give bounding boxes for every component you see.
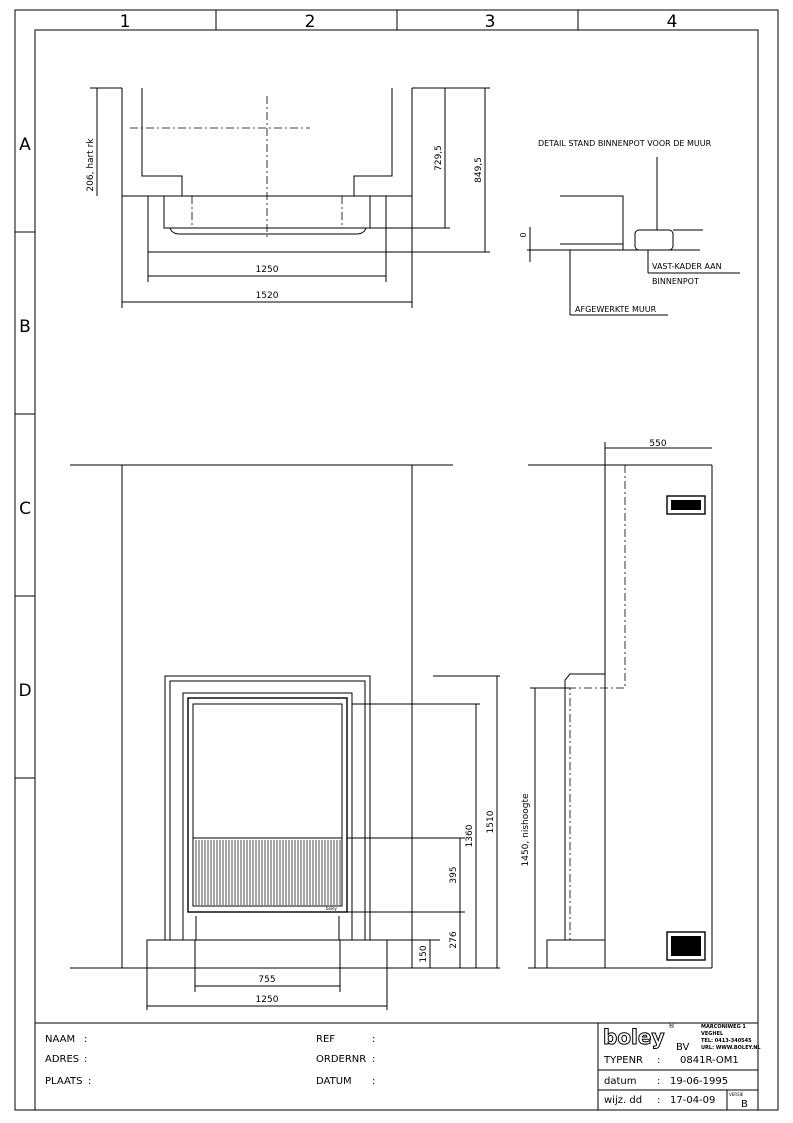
typenr-value: 0841R-OM1 <box>680 1055 739 1066</box>
label-typenr: TYPENR <box>603 1055 643 1066</box>
dim-nishoogte: 1450, nishoogte <box>521 793 531 866</box>
label-afgewerkte-muur: AFGEWERKTE MUUR <box>575 305 657 314</box>
colon: : <box>84 1034 87 1045</box>
grid-column-4: 4 <box>667 12 678 32</box>
dim-1250-top: 1250 <box>256 265 279 275</box>
label-wijz: wijz. dd <box>604 1095 642 1106</box>
dim-550: 550 <box>649 439 666 449</box>
title-block <box>35 1022 758 1110</box>
fire-grille <box>192 837 343 907</box>
colon: : <box>84 1054 87 1065</box>
bottom-vent-grille <box>666 931 706 961</box>
dim-hart-rk: 206, hart rk <box>86 138 96 192</box>
grid-row-a: A <box>19 135 31 155</box>
dim-729-5: 729,5 <box>434 145 444 171</box>
dim-1250-front: 1250 <box>256 995 279 1005</box>
colon: : <box>657 1076 660 1087</box>
label-vast-kader: VAST-KADER AAN <box>652 262 722 271</box>
address-line-1: MARCONIWEG 1 <box>701 1024 746 1030</box>
label-versie: VERSIE <box>729 1092 744 1097</box>
grid-row-c: C <box>19 499 31 519</box>
dim-150: 150 <box>419 945 429 962</box>
colon: : <box>372 1054 375 1065</box>
versie-value: B <box>741 1099 748 1110</box>
grid-row-d: D <box>18 681 31 701</box>
address-line-4: URL: WWW.BOLEY.NL <box>701 1045 761 1051</box>
top-view <box>90 87 490 308</box>
registered-mark: ® <box>668 1022 675 1030</box>
colon: : <box>657 1095 660 1106</box>
address-line-3: TEL: 0413-340545 <box>701 1038 752 1044</box>
side-view <box>528 442 713 969</box>
grid-column-1: 1 <box>120 12 131 32</box>
label-ref: REF <box>316 1034 335 1045</box>
dim-1520-top: 1520 <box>256 291 279 301</box>
colon: : <box>88 1076 91 1087</box>
dim-395: 395 <box>449 866 459 883</box>
top-vent-grille <box>666 495 706 515</box>
dim-755: 755 <box>258 975 275 985</box>
colon: : <box>372 1034 375 1045</box>
label-adres: ADRES <box>45 1054 79 1065</box>
dim-1360: 1360 <box>465 824 475 847</box>
detail-view <box>527 157 740 316</box>
colon: : <box>657 1055 660 1066</box>
grid-row-b: B <box>19 317 31 337</box>
grid-column-3: 3 <box>485 12 496 32</box>
label-datum: datum <box>604 1076 636 1087</box>
label-datum-left: DATUM <box>316 1076 352 1087</box>
grid-column-2: 2 <box>305 12 316 32</box>
wijz-value: 17-04-09 <box>670 1095 715 1106</box>
detail-title: DETAIL STAND BINNENPOT VOOR DE MUUR <box>538 139 712 148</box>
label-naam: NAAM <box>45 1034 75 1045</box>
colon: : <box>372 1076 375 1087</box>
dim-zero: 0 <box>519 232 528 237</box>
boley-logo: boley <box>603 1025 665 1049</box>
dim-276: 276 <box>449 931 459 948</box>
label-ordernr: ORDERNR <box>316 1054 366 1065</box>
grille-brand: boley <box>326 906 338 911</box>
address-line-2: VEGHEL <box>701 1031 724 1037</box>
logo-suffix: BV <box>676 1042 690 1053</box>
front-view <box>70 464 500 1010</box>
dim-1510: 1510 <box>486 810 496 833</box>
datum-value: 19-06-1995 <box>670 1076 728 1087</box>
label-plaats: PLAATS <box>45 1076 82 1087</box>
label-binnenpot: BINNENPOT <box>652 277 699 286</box>
drawing-frame <box>14 9 779 1111</box>
dim-849-5: 849,5 <box>474 157 484 183</box>
